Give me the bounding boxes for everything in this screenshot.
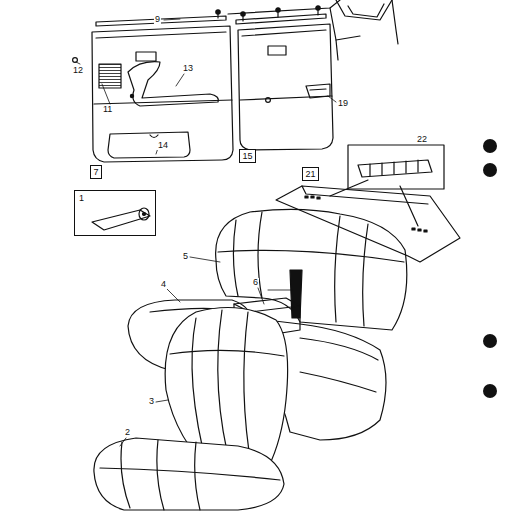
callout-number: 7	[93, 168, 98, 177]
inset-box: 1	[74, 190, 156, 236]
boxed-callout: 7	[90, 165, 102, 179]
callout-number: 2	[124, 428, 131, 437]
callout-number: 22	[416, 135, 428, 144]
boxed-callout: 21	[302, 167, 319, 181]
front-seat-cushion	[94, 438, 284, 510]
callout-number: 9	[154, 15, 161, 24]
front-door-panel	[73, 26, 233, 162]
callout-number: 3	[148, 397, 155, 406]
callout-number: 6	[252, 278, 259, 287]
callout-number: 5	[182, 252, 189, 261]
callout-number: 15	[242, 152, 252, 161]
boxed-callout: 15	[239, 149, 256, 163]
body-side	[228, 0, 398, 60]
callout-number: 14	[157, 141, 169, 150]
callout-number: 19	[337, 99, 349, 108]
leader-lines	[76, 19, 336, 446]
callout-number: 11	[102, 105, 113, 114]
callout-number: 13	[182, 64, 194, 73]
callout-number: 1	[79, 194, 151, 203]
binder-holes	[483, 139, 497, 398]
door-trim-strips	[96, 6, 326, 26]
insulation-roll	[92, 208, 150, 230]
callout-number: 12	[72, 66, 84, 75]
callout-number: 21	[305, 170, 315, 179]
callout-number: 4	[160, 280, 167, 289]
rear-door-panel	[238, 24, 333, 150]
